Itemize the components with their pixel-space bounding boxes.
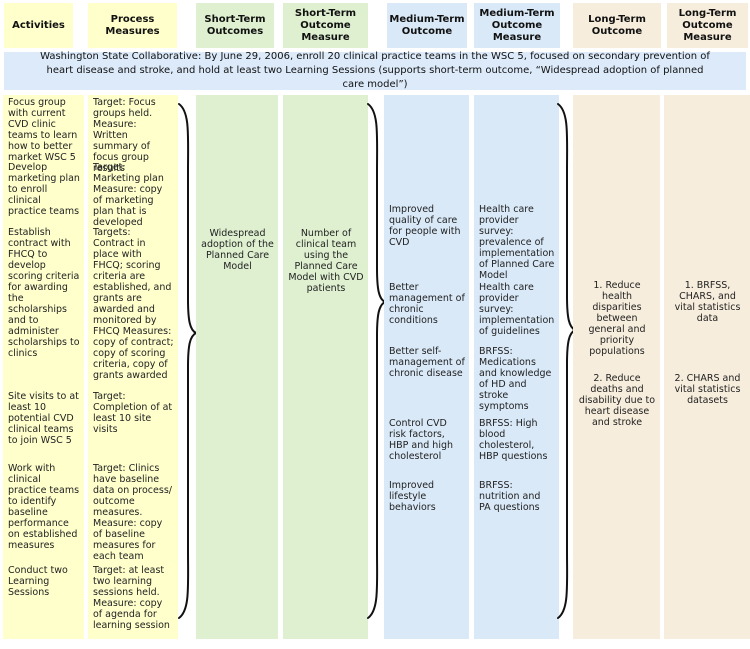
short-term-outcome-measure-column: Number of clinical team using the Planne… [283,95,368,639]
header-medium-term-outcome-measure: Medium-Term Outcome Measure [474,3,560,48]
activities-column: Focus group with current CVD clinic team… [3,95,84,639]
long-term-outcome-measure-item: 1. BRFSS, CHARS, and vital statistics da… [674,280,741,324]
long-term-outcome-column: 1. Reduce health disparities between gen… [573,95,660,639]
activity-item: Establish contract with FHCQ to develop … [8,227,80,359]
medium-term-outcome-measure-column: Health care provider survey: prevalence … [474,95,559,639]
header-medium-term-outcome: Medium-Term Outcome [387,3,467,48]
process-measure-item: Target: Clinics have baseline data on pr… [93,463,172,562]
medium-term-outcome-item: Better management of chronic conditions [389,282,465,326]
medium-term-outcome-item: Improved quality of care for people with… [389,204,461,248]
medium-term-outcome-measure-item: Health care provider survey: implementat… [479,282,555,337]
short-term-outcomes-column: Widespread adoption of the Planned Care … [196,95,278,639]
long-term-outcome-item: 1. Reduce health disparities between gen… [588,280,646,357]
medium-term-outcome-measure-item: BRFSS: Medications and knowledge of HD a… [479,346,552,412]
header-short-term-outcome-measure: Short-Term Outcome Measure [283,3,368,48]
curly-brace-icon [178,103,198,619]
goal-banner: Washington State Collaborative: By June … [4,51,746,90]
activity-item: Site visits to at least 10 potential CVD… [8,391,79,446]
long-term-outcome-measure-column: 1. BRFSS, CHARS, and vital statistics da… [664,95,750,639]
medium-term-outcome-item: Control CVD risk factors, HBP and high c… [389,418,454,462]
medium-term-outcome-measure-item: BRFSS: High blood cholesterol, HBP quest… [479,418,548,462]
header-process-measures: Process Measures [88,3,177,48]
header-long-term-outcome: Long-Term Outcome [573,3,661,48]
medium-term-outcome-measure-item: BRFSS: nutrition and PA questions [479,480,541,513]
process-measures-column: Target: Focus groups held. Measure: Writ… [88,95,178,639]
process-measure-item: Target: Completion of at least 10 site v… [93,391,173,435]
header-activities: Activities [4,3,73,48]
long-term-outcome-item: 2. Reduce deaths and disability due to h… [578,373,656,428]
activity-item: Conduct two Learning Sessions [8,565,68,598]
long-term-outcome-measure-item: 2. CHARS and vital statistics datasets [674,373,741,406]
short-term-outcome-measure-item: Number of clinical team using the Planne… [288,228,364,294]
activity-item: Develop marketing plan to enroll clinica… [8,162,80,217]
activity-item: Work with clinical practice teams to ide… [8,463,80,551]
medium-term-outcome-column: Improved quality of care for people with… [384,95,469,639]
header-short-term-outcomes: Short-Term Outcomes [196,3,274,48]
process-measure-item: Target: Marketing plan Measure: copy of … [93,162,164,228]
medium-term-outcome-measure-item: Health care provider survey: prevalence … [479,204,555,281]
header-long-term-outcome-measure: Long-Term Outcome Measure [667,3,748,48]
process-measure-item: Targets: Contract in place with FHCQ; sc… [93,227,174,381]
process-measure-item: Target: at least two learning sessions h… [93,565,170,631]
short-term-outcome-item: Widespread adoption of the Planned Care … [201,228,274,272]
medium-term-outcome-item: Improved lifestyle behaviors [389,480,436,513]
activity-item: Focus group with current CVD clinic team… [8,97,78,163]
medium-term-outcome-item: Better self-management of chronic diseas… [389,346,465,379]
process-measure-item: Target: Focus groups held. Measure: Writ… [93,97,156,174]
goal-banner-text: Washington State Collaborative: By June … [40,51,710,90]
